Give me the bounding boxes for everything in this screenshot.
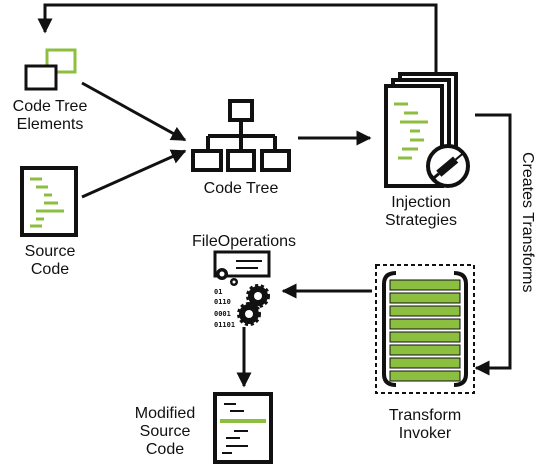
- gear-icon: [216, 268, 270, 326]
- file-operations-icon: 01 0110 0001 01101: [213, 250, 271, 329]
- code-tree-label: Code Tree: [203, 180, 279, 197]
- label-line: Code: [30, 261, 70, 278]
- syringe-icon: [426, 144, 470, 188]
- label-line: Strategies: [384, 212, 458, 229]
- code-tree-elements-icon: [24, 48, 77, 91]
- source-code-label: Source Code: [0, 243, 100, 279]
- file-operations-label: FileOperations: [191, 233, 297, 250]
- elements-to-tree-arrow: [81, 81, 187, 142]
- label-line: Source: [24, 243, 76, 260]
- label-line: Injection: [391, 194, 451, 211]
- modified-source-code-label: Modified Source Code: [120, 405, 210, 459]
- label-line: Code Tree: [12, 98, 88, 115]
- feedback-arrow: [37, 3, 438, 78]
- creates-transforms-label: Creates Transforms: [519, 152, 536, 293]
- binary-row: 01: [214, 288, 222, 296]
- label-line: Code: [145, 441, 185, 458]
- creates-transforms-arrow: [474, 113, 512, 376]
- label-line: Transform: [388, 407, 462, 424]
- injection-strategies-icon: [384, 72, 458, 188]
- transform-invoker-label: Transform Invoker: [365, 407, 485, 443]
- binary-row: 0001: [214, 310, 231, 318]
- source-to-tree-arrow: [81, 149, 187, 199]
- label-line: Elements: [16, 116, 84, 133]
- code-tree-elements-label: Code Tree Elements: [0, 98, 100, 134]
- binary-row: 01101: [214, 321, 235, 329]
- transform-invoker-icon: [375, 264, 475, 394]
- label-line: Modified: [134, 405, 196, 422]
- code-tree-icon: [191, 99, 291, 172]
- label-line: Source: [139, 423, 191, 440]
- label-line: Invoker: [398, 425, 452, 442]
- binary-row: 0110: [214, 298, 231, 306]
- injection-strategies-label: Injection Strategies: [366, 194, 476, 230]
- modified-source-code-icon: [213, 392, 273, 464]
- source-code-icon: [20, 166, 78, 237]
